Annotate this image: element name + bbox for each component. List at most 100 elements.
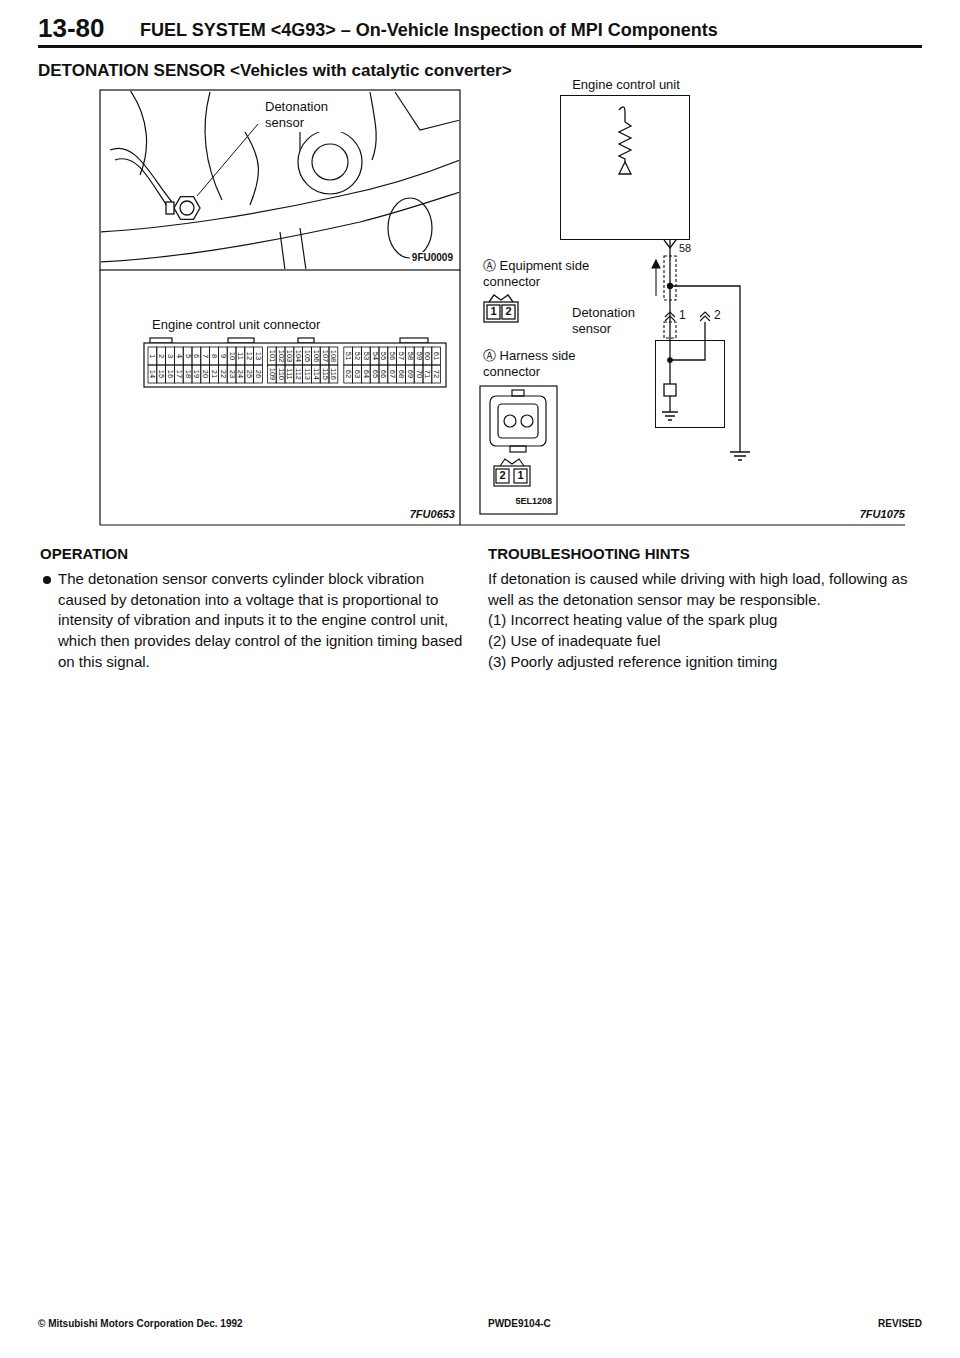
pin-number: 113	[303, 368, 311, 380]
pin-number: 54	[371, 352, 379, 360]
pin-number: 110	[277, 368, 285, 380]
pin-number: 104	[294, 350, 302, 363]
connector-pin-cell	[432, 347, 441, 365]
pin-number: 61	[432, 352, 440, 360]
connector-pin-cell	[157, 347, 166, 365]
connector-pin-cell	[157, 365, 166, 383]
engine-illustration	[101, 192, 459, 262]
pin-number: 106	[312, 350, 320, 363]
engine-illustration	[101, 160, 459, 232]
connector-pin-cell	[174, 365, 183, 383]
pin-number: 1	[149, 354, 157, 358]
pin-number: 105	[303, 350, 311, 363]
figure-frame	[459, 270, 460, 525]
pin-number: 2	[499, 469, 505, 483]
connector-pin-cell	[227, 365, 236, 383]
sensor-element-symbol	[664, 384, 676, 396]
connector-pin-cell	[276, 347, 285, 365]
sensor-element-symbol	[670, 322, 705, 360]
connector-symbol	[652, 260, 660, 268]
connector-pin-cell	[388, 365, 397, 383]
pin-number: 21	[210, 370, 218, 378]
connector-pin-cell	[218, 365, 227, 383]
pin-number: 2	[714, 308, 721, 323]
bullet-dot	[43, 576, 51, 584]
harness-connector-icon	[510, 446, 526, 452]
running-header: FUEL SYSTEM <4G93> – On-Vehicle Inspecti…	[140, 19, 718, 42]
pin-number: 20	[201, 370, 209, 378]
list-item: (2) Use of inadequate fuel	[488, 631, 908, 652]
connector-pin-cell	[379, 347, 388, 365]
connector-pin-cell	[285, 347, 294, 365]
pin-number: 64	[362, 370, 370, 378]
connector-pin-cell	[192, 365, 201, 383]
figure-code: 5EL1208	[515, 496, 552, 507]
equipment-connector-icon	[484, 302, 518, 322]
sensor-element-symbol	[669, 396, 670, 412]
figure-frame	[99, 270, 100, 525]
engine-illustration	[130, 91, 147, 175]
leader-line	[197, 124, 258, 196]
connector-pin-cell	[320, 365, 329, 383]
equipment-connector-icon	[489, 295, 513, 302]
footer-text: © Mitsubishi Motors Corporation Dec. 199…	[38, 1318, 243, 1331]
connector-pin-cell	[294, 365, 303, 383]
connector-pin-cell	[174, 347, 183, 365]
connector-pin-cell	[245, 365, 254, 383]
connector-pin-cell	[353, 365, 362, 383]
connector-pin-cell	[285, 365, 294, 383]
connector-pin-cell	[303, 347, 312, 365]
connector-pin-cell	[210, 365, 219, 383]
pin-number: 69	[406, 370, 414, 378]
pin-number: 22	[219, 370, 227, 378]
engine-illustration	[101, 91, 459, 269]
pin-number: 8	[210, 354, 218, 358]
part-label: Detonation sensor	[263, 99, 347, 132]
connector-pin-cell	[423, 347, 432, 365]
connector-pin-cell	[311, 347, 320, 365]
pin-number: 17	[175, 370, 183, 378]
connector-pin-cell	[183, 347, 192, 365]
connector-pin-cell	[397, 347, 406, 365]
pin-number: 6	[193, 354, 201, 358]
pin-number: 71	[424, 370, 432, 378]
connector-label: Ⓐ Equipment side connector	[483, 258, 618, 291]
shield-wire	[668, 284, 751, 461]
connector-pin-cell	[432, 365, 441, 383]
pin-number: 115	[321, 368, 329, 380]
figure-frame	[100, 90, 460, 270]
pin-number: 58	[406, 352, 414, 360]
connector-pin-cell	[405, 347, 414, 365]
pin-number: 52	[353, 352, 361, 360]
pin-number: 25	[245, 370, 253, 378]
connector-pin-cell	[201, 365, 210, 383]
figure-code: 7FU1075	[860, 508, 905, 522]
pin-number: 2	[505, 305, 511, 319]
pin-number: 26	[254, 370, 262, 378]
connector-pin-cell	[218, 347, 227, 365]
pin-number: 65	[371, 370, 379, 378]
pin-number: 63	[353, 370, 361, 378]
sensor-element-symbol	[668, 358, 672, 362]
connector-pin-cell	[166, 365, 175, 383]
sensor-element-symbol	[662, 412, 678, 420]
pin-number: 102	[277, 350, 285, 363]
pin-number: 4	[175, 354, 183, 358]
connector-pin-cell	[320, 347, 329, 365]
engine-illustration	[115, 159, 170, 210]
detonation-sensor-illustration	[166, 197, 200, 220]
pin-number: 1	[517, 469, 523, 483]
pin-number: 5	[184, 354, 192, 358]
pin-number: 70	[415, 370, 423, 378]
ecu-connector-outline	[298, 338, 314, 343]
pin-number: 107	[321, 350, 329, 363]
engine-illustration	[298, 130, 362, 194]
header-rule	[38, 45, 922, 48]
pin-number: 57	[397, 352, 405, 360]
connector-symbol	[652, 256, 710, 338]
pin-number: 66	[380, 370, 388, 378]
pin-number: 67	[388, 370, 396, 378]
ecu-connector-outline	[228, 338, 254, 343]
engine-illustration	[312, 144, 348, 180]
